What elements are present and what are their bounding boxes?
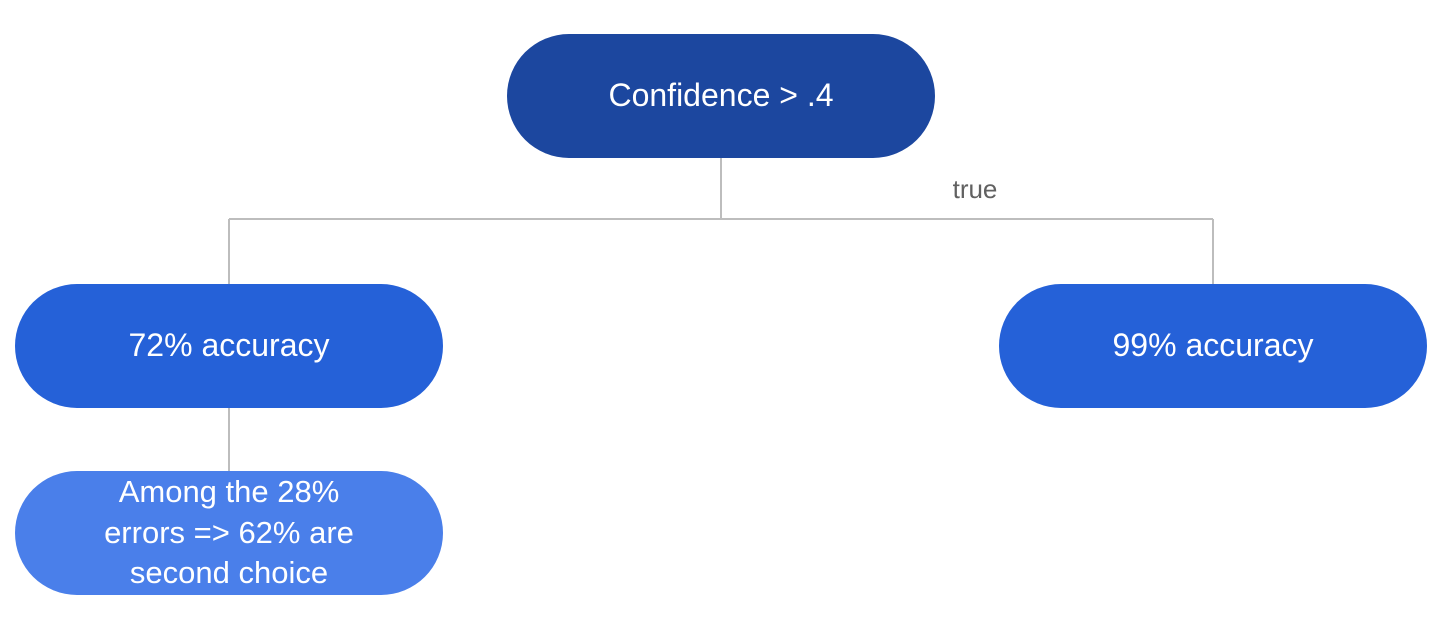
root-node-label: Confidence > .4 <box>608 77 834 114</box>
right-node: 99% accuracy <box>999 284 1427 408</box>
right-node-label: 99% accuracy <box>1112 327 1314 364</box>
left-child-node: Among the 28% errors => 62% are second c… <box>15 471 443 595</box>
left-node-label: 72% accuracy <box>128 327 330 364</box>
left-node: 72% accuracy <box>15 284 443 408</box>
edge-label-true: true <box>952 174 998 204</box>
root-node: Confidence > .4 <box>507 34 935 158</box>
left-child-node-label: Among the 28% errors => 62% are second c… <box>104 473 354 591</box>
